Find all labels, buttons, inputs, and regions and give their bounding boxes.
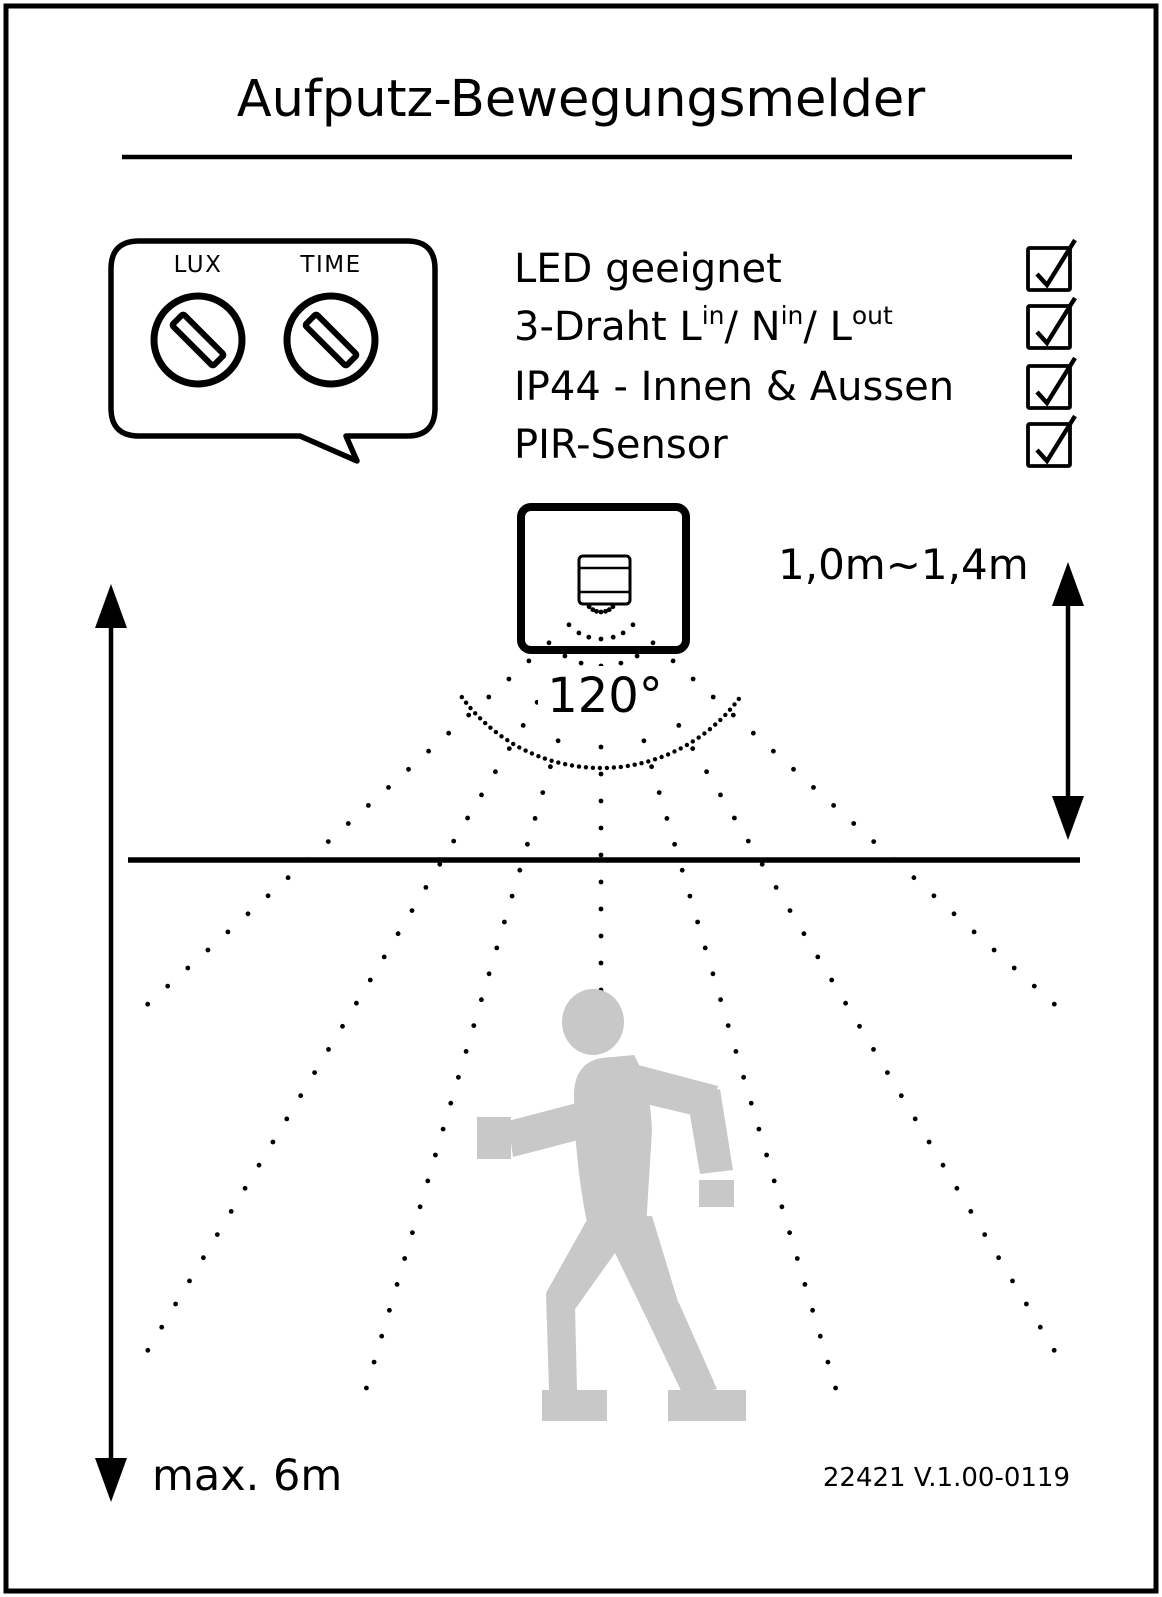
dial-label-lux: LUX [173, 252, 223, 278]
feature-item-pir: PIR-Sensor [514, 420, 728, 470]
lux-dial-icon [150, 292, 246, 388]
feature-text-part: 3-Draht L [514, 304, 702, 350]
person-pictogram [477, 989, 746, 1421]
person-back-hand [699, 1180, 734, 1207]
feature-text-part: / N [724, 304, 781, 350]
feature-superscript: out [851, 300, 893, 330]
time-dial-icon [283, 292, 379, 388]
person-front-arm [508, 1098, 605, 1157]
feature-item-wiring: 3-Draht Lin/ Nin/ Lout [514, 302, 893, 352]
checkbox-checked-icon [1026, 356, 1077, 410]
person-front-hand [477, 1117, 511, 1159]
feature-superscript: in [701, 300, 725, 330]
feature-text-part: / L [803, 304, 852, 350]
dial-label-time: TIME [300, 252, 362, 278]
person-front-shin [546, 1293, 577, 1390]
detection-fan-dots [145, 604, 1057, 1391]
person-back-shin [646, 1303, 717, 1397]
feature-text-part: PIR-Sensor [514, 422, 728, 468]
product-code: 22421 V.1.00-0119 [822, 1463, 1070, 1493]
detection-angle-label: 120° [538, 666, 672, 726]
person-back-thigh [598, 1216, 679, 1317]
height-arrow [1052, 562, 1084, 840]
feature-text-part: LED geeignet [514, 246, 782, 292]
feature-item-ip44: IP44 - Innen & Aussen [514, 362, 954, 412]
checkbox-checked-icon [1026, 414, 1077, 468]
sensor-device-icon [577, 554, 632, 606]
checkbox-checked-icon [1026, 296, 1077, 350]
feature-superscript: in [780, 300, 804, 330]
mounting-height-label: 1,0m~1,4m [778, 540, 1029, 589]
checkbox-checked-icon [1026, 238, 1077, 292]
feature-item-led: LED geeignet [514, 244, 782, 294]
range-arrow [95, 584, 127, 1502]
page-title: Aufputz-Bewegungsmelder [236, 70, 926, 129]
page-border [3, 3, 1159, 1594]
person-back-forearm [687, 1089, 733, 1174]
person-front-foot [542, 1390, 607, 1421]
person-head [562, 989, 624, 1055]
feature-text-part: IP44 - Innen & Aussen [514, 364, 955, 410]
max-range-label: max. 6m [152, 1451, 343, 1501]
person-back-foot [668, 1390, 746, 1421]
